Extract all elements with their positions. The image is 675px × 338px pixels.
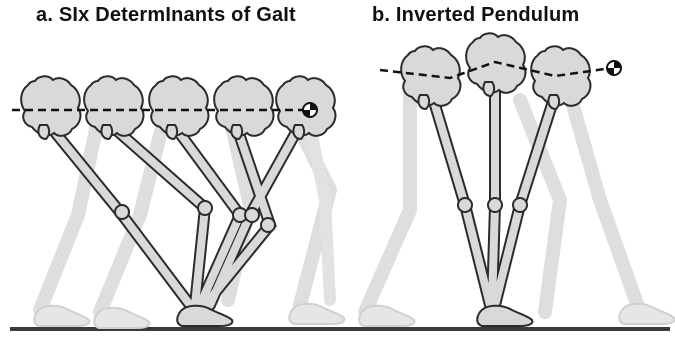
ghost-foot-icon bbox=[34, 306, 89, 326]
foot-bone-icon bbox=[477, 306, 532, 326]
pelvis-bone-icon bbox=[531, 46, 590, 109]
pelvis-bone-icon bbox=[466, 33, 525, 96]
foot-bone-icon bbox=[177, 306, 232, 326]
panel-a-pelvises bbox=[21, 76, 335, 139]
panel-b-legs bbox=[432, 85, 555, 305]
leg-b2 bbox=[492, 85, 495, 305]
pelvis-bone-icon bbox=[214, 76, 273, 139]
ghost-foot-icon bbox=[94, 308, 149, 328]
center-of-mass-marker-icon bbox=[607, 61, 621, 75]
center-of-mass-marker-icon bbox=[303, 103, 317, 117]
ghost-foot-icon bbox=[359, 306, 414, 326]
ghost-foot-icon bbox=[619, 304, 674, 324]
pelvis-bone-icon bbox=[21, 76, 80, 139]
ghost-foot-icon bbox=[289, 304, 344, 324]
